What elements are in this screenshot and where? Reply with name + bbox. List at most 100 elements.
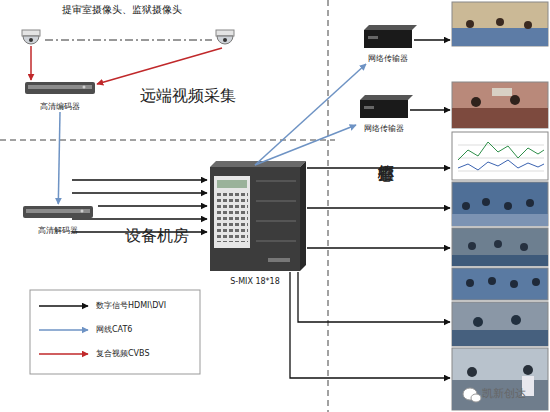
- hdmi-wire: [72, 218, 207, 219]
- legend-line: [39, 329, 88, 331]
- chart-grid: [458, 158, 544, 159]
- screen-figure: [532, 278, 540, 286]
- screen-frame: [452, 268, 548, 300]
- device-body: [360, 100, 408, 118]
- network-cable: [255, 125, 356, 165]
- decoder-device: [23, 206, 93, 218]
- chart-line: [458, 160, 544, 170]
- camera-lens: [29, 38, 33, 42]
- panel-rib: [256, 220, 296, 222]
- zone-label: 远端视频采集: [140, 86, 236, 107]
- screen-figure: [466, 279, 474, 287]
- watermark-icon: [463, 388, 481, 402]
- hdmi-wire: [290, 272, 450, 378]
- screen-frame: [452, 228, 548, 266]
- screen-figure: [496, 18, 504, 26]
- camera-dome: [217, 36, 233, 44]
- monitor-screen: [452, 132, 548, 180]
- camera-lens: [223, 38, 227, 42]
- transmitter-device: [364, 25, 417, 48]
- dome-camera: [22, 30, 40, 44]
- hdmi-wire: [72, 179, 207, 180]
- legend-line: [39, 305, 88, 307]
- display-window: [217, 180, 247, 188]
- camera-link-line: [45, 40, 212, 41]
- screen-figure: [473, 317, 483, 327]
- screen-figure: [524, 21, 532, 29]
- hdmi-wire: [307, 207, 450, 208]
- hdmi-wire: [410, 109, 450, 110]
- screen-figure: [520, 243, 528, 251]
- screen-scene: [452, 330, 548, 346]
- keypad-keys: [216, 192, 248, 242]
- panel-rib: [256, 240, 296, 242]
- camera-dome: [23, 36, 39, 44]
- screen-figure: [471, 97, 481, 107]
- device-body: [23, 206, 93, 218]
- device-body: [25, 82, 95, 94]
- legend-sample: [38, 349, 90, 359]
- zone-divider: [328, 0, 329, 412]
- screen-frame: [452, 302, 548, 346]
- screen-figure: [488, 277, 496, 285]
- screen-figure: [504, 202, 512, 210]
- legend-text: 复合视频CVBS: [96, 348, 149, 359]
- chart-grid: [458, 171, 544, 172]
- zone-label: 监管指挥中心: [376, 150, 396, 154]
- device-label: 网络传输器: [356, 124, 412, 134]
- hdmi-wire: [307, 247, 450, 248]
- monitor-screen: [452, 182, 548, 226]
- screen-figure: [523, 365, 533, 375]
- screen-figure: [467, 367, 477, 377]
- screen-figure: [482, 198, 490, 206]
- encoder-device: [25, 82, 95, 94]
- legend-entry: 复合视频CVBS: [38, 348, 149, 359]
- device-label: 网络传输器: [360, 54, 416, 64]
- device-front: [28, 85, 92, 89]
- panel-rib: [256, 200, 296, 202]
- screen-figure: [462, 202, 470, 210]
- legend-frame: [30, 290, 200, 374]
- device-port: [368, 36, 378, 39]
- screen-frame: [452, 2, 548, 46]
- camera-caption: 提审室摄像头、监狱摄像头: [62, 3, 182, 17]
- legend-entry: 网线CAT6: [38, 324, 132, 335]
- screen-figure: [526, 199, 534, 207]
- monitor-screen: [452, 302, 548, 346]
- screen-frame: [452, 132, 548, 180]
- screen-frame: [452, 82, 548, 128]
- chart-line: [458, 142, 544, 160]
- decoder-node: 高清解码器: [20, 204, 96, 236]
- network-cable: [58, 112, 60, 204]
- chart-grid: [458, 145, 544, 146]
- screen-scene: [452, 214, 548, 226]
- screen-frame: [452, 348, 548, 410]
- monitor-screen: [452, 82, 548, 128]
- matrix-switcher: [210, 161, 306, 271]
- panel-rib: [256, 180, 296, 182]
- device-led: [81, 210, 84, 213]
- device-top: [360, 95, 413, 100]
- legend-line: [39, 353, 88, 355]
- keypad-panel: [214, 176, 250, 248]
- network-cable: [255, 64, 366, 165]
- camera-mount: [22, 30, 40, 36]
- hdmi-wire: [414, 39, 450, 40]
- cvbs-wire: [30, 46, 32, 80]
- screen-scene: [492, 88, 512, 96]
- legend-sample: [38, 301, 90, 311]
- transmitter-node: 网络传输器: [360, 24, 416, 64]
- camera-mount: [216, 30, 234, 36]
- device-side: [300, 161, 306, 271]
- monitor-screen: [452, 2, 548, 46]
- hdmi-wire: [98, 205, 207, 206]
- hdmi-wire: [72, 192, 207, 193]
- transmitter-device: [360, 95, 413, 118]
- icon-bubble: [471, 394, 481, 402]
- brand-plate: [268, 258, 290, 262]
- zone-label: 设备机房: [125, 226, 189, 247]
- device-label: S-MIX 18*18: [208, 277, 302, 287]
